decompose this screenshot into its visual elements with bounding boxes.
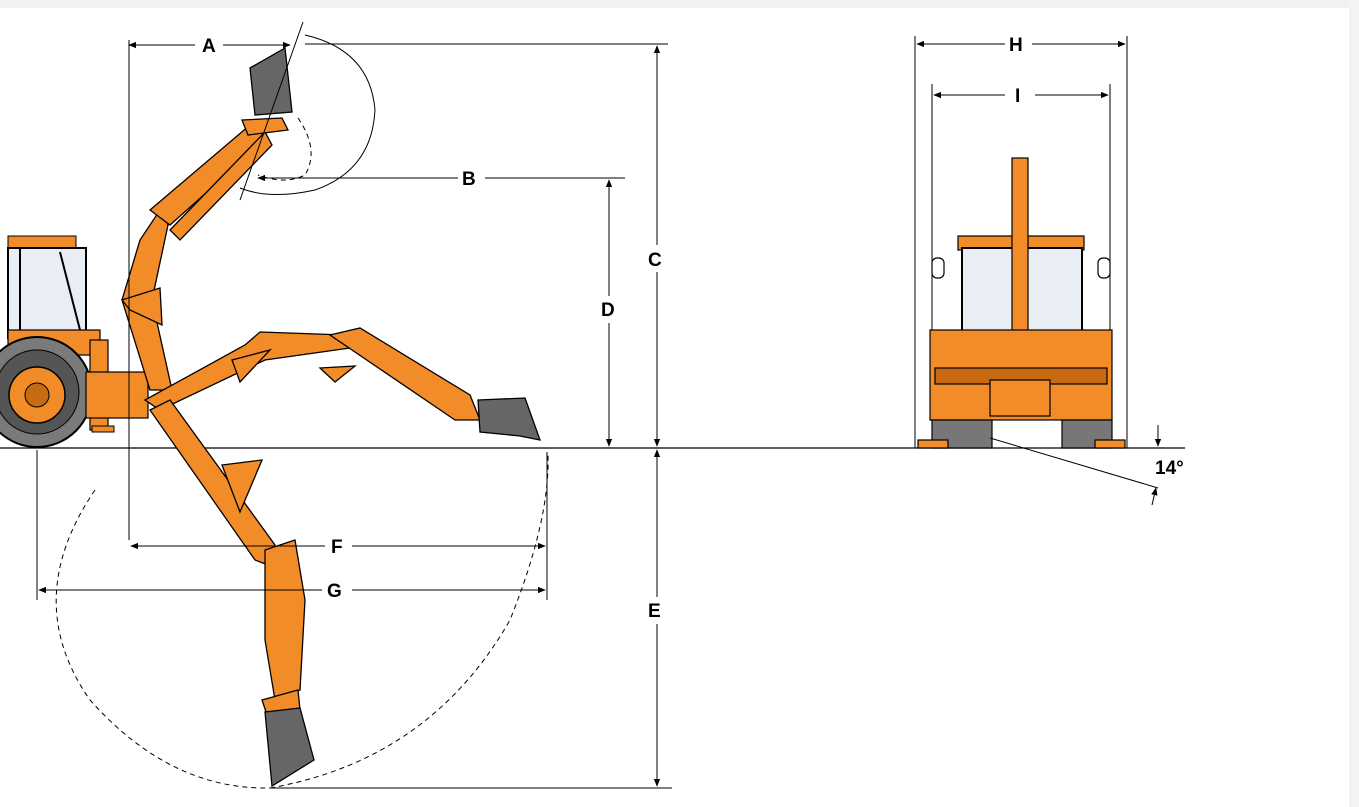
label-g: G — [327, 581, 342, 602]
rear-frame — [85, 339, 149, 433]
label-c: C — [648, 250, 662, 271]
label-a: A — [202, 36, 216, 57]
boom-raised — [120, 117, 289, 391]
swing-arcs — [55, 117, 549, 789]
rear-view-machine — [917, 157, 1126, 449]
bucket-lowered — [264, 707, 315, 788]
top-band — [0, 0, 1359, 8]
label-i: I — [1015, 86, 1020, 107]
right-band — [1349, 0, 1359, 807]
label-d: D — [601, 300, 615, 321]
bucket-raised — [249, 46, 293, 116]
tractor-cab — [7, 235, 101, 356]
rear-dimensions — [914, 36, 1162, 506]
label-b: B — [462, 169, 476, 190]
label-angle: 14° — [1155, 458, 1184, 479]
rear-wheel — [0, 336, 93, 448]
label-f: F — [331, 537, 343, 558]
label-h: H — [1009, 35, 1023, 56]
label-e: E — [648, 601, 661, 622]
side-dimensions — [36, 40, 672, 789]
side-view-machine — [0, 46, 541, 788]
bucket-rotation-arc — [239, 21, 376, 201]
boom-extended — [143, 327, 481, 421]
bucket-extended — [477, 397, 541, 441]
